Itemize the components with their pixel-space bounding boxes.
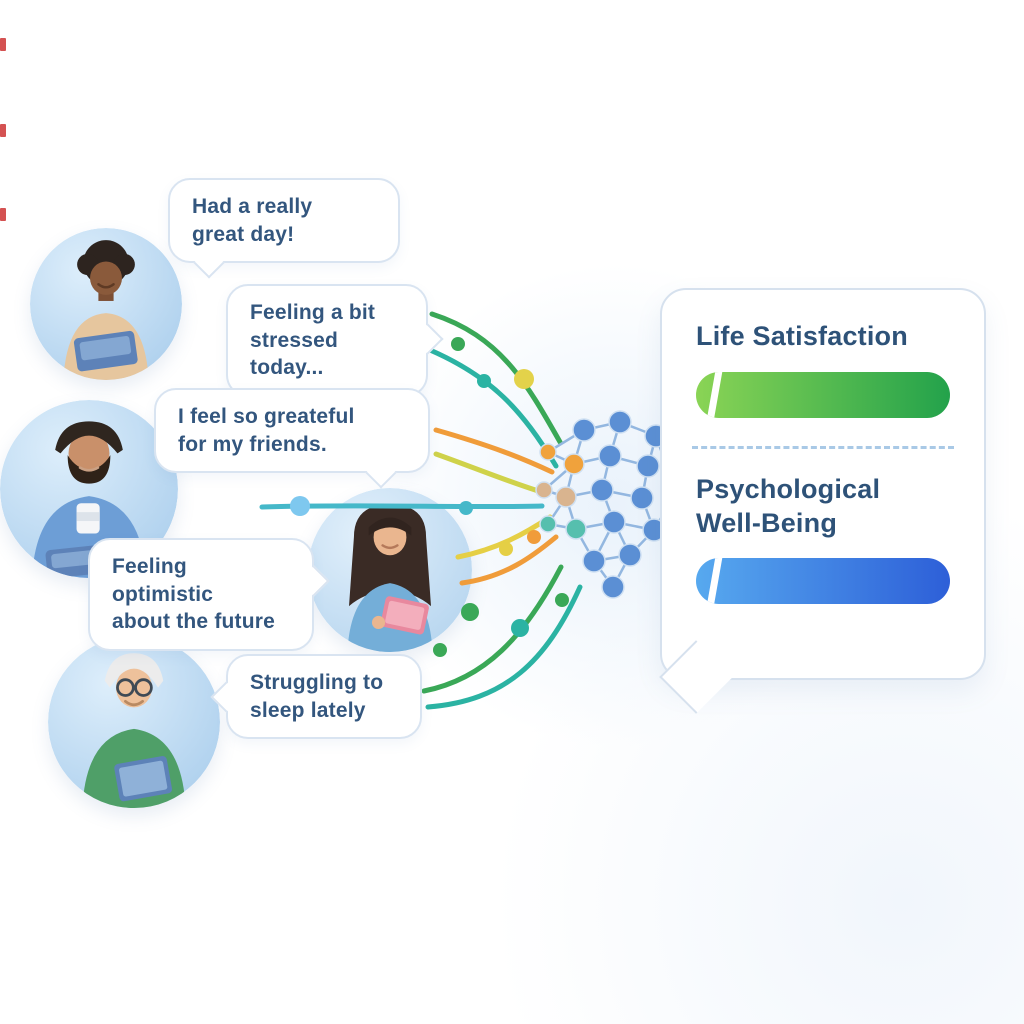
neural-network-nodes <box>535 410 687 599</box>
edge-artifact-mark <box>0 208 6 221</box>
speech-bubble-text: Had a really great day! <box>192 195 313 246</box>
speech-bubble-stressed: Feeling a bit stressed today... <box>226 284 444 398</box>
edge-artifact-mark <box>0 38 6 51</box>
speech-bubble-text: Struggling to sleep lately <box>250 671 384 722</box>
life-satisfaction-label: Life Satisfaction <box>696 321 908 351</box>
life-satisfaction-bar <box>696 371 950 418</box>
edge-artifact-mark <box>0 124 6 137</box>
speech-bubble-text: Feeling optimistic about the future <box>112 555 276 634</box>
woman-tablet-icon <box>308 488 472 652</box>
prediction-output-panel: Life Satisfaction Psychological Well-Bei… <box>659 288 986 714</box>
well-being-label: Psychological Well-Being <box>696 473 881 538</box>
speech-bubble-optimistic: Feeling optimistic about the future <box>88 538 330 652</box>
line-dots <box>290 337 569 657</box>
panel-dashed-divider <box>692 445 954 449</box>
avatar-woman-tablet <box>308 488 472 652</box>
speech-bubble-text: I feel so greateful for my friends. <box>178 405 355 456</box>
speech-bubble-great-day: Had a really great day! <box>168 178 400 279</box>
elderly-man-tablet-icon <box>48 636 220 808</box>
speech-bubble-text: Feeling a bit stressed today... <box>250 301 376 380</box>
bar-highlight-notch <box>706 371 723 418</box>
avatar-elderly-man-tablet <box>48 636 220 808</box>
well-being-bar <box>696 558 950 605</box>
speech-bubble-grateful: I feel so greateful for my friends. <box>154 388 430 489</box>
bar-highlight-notch <box>706 558 723 605</box>
speech-bubble-sleep: Struggling to sleep lately <box>210 654 422 740</box>
person-laptop-icon <box>30 228 182 380</box>
avatar-person-curly-hair <box>30 228 182 380</box>
